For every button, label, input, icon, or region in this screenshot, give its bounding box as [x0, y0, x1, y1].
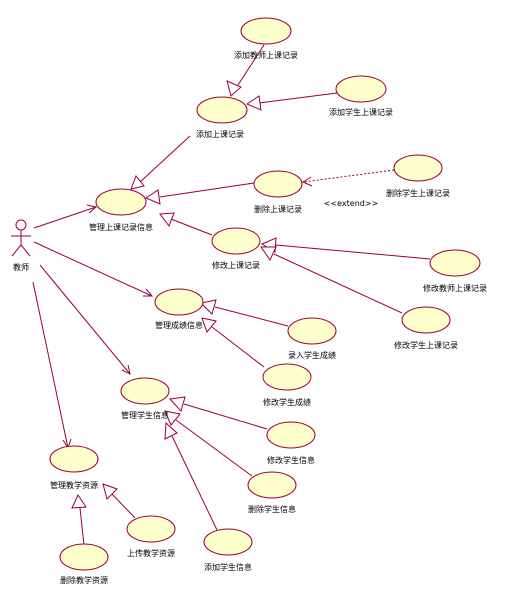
use-case-modify-grades[interactable]: 修改学生成绩 — [262, 363, 312, 407]
use-case-label: 删除教学资源 — [60, 575, 108, 585]
use-case-label: 修改上课记录 — [212, 260, 260, 270]
actor-left-leg — [11, 244, 22, 257]
generalization-add-teacher-record — [226, 44, 265, 97]
use-case-add-teacher-record[interactable]: 添加教师上课记录 — [234, 17, 298, 60]
use-case-label: 上传教学资源 — [127, 548, 175, 558]
generalization-modify-teacher-record — [260, 237, 431, 260]
use-case-label: 删除学生信息 — [248, 504, 296, 514]
use-case-manage-record[interactable]: 管理上课记录信息 — [89, 188, 153, 232]
use-case-manage-grades[interactable]: 管理成绩信息 — [154, 288, 204, 330]
generalization-upload-resources — [102, 483, 136, 519]
use-case-label: 管理上课记录信息 — [89, 222, 153, 232]
actor-label: 教师 — [13, 262, 29, 272]
generalization-modify-student-info — [168, 396, 268, 430]
use-case-delete-student-record[interactable]: 删除学生上课记录 — [386, 154, 450, 198]
use-case-add-record[interactable]: 添加上课记录 — [196, 96, 248, 139]
association-manage-resources — [32, 281, 72, 450]
extend-delete-student-record — [301, 169, 395, 187]
use-case-add-student-info[interactable]: 添加学生信息 — [203, 528, 253, 572]
use-case-modify-teacher-record[interactable]: 修改教师上课记录 — [423, 249, 487, 293]
association-manage-record — [33, 204, 98, 229]
use-case-label: 删除学生上课记录 — [386, 188, 450, 198]
use-case-label: 录入学生成绩 — [288, 350, 336, 360]
extend-stereotype-label: <<extend>> — [324, 199, 379, 208]
use-case-add-student-record[interactable]: 添加学生上课记录 — [329, 75, 393, 117]
use-case-upload-resources[interactable]: 上传教学资源 — [126, 515, 176, 558]
use-case-label: 添加上课记录 — [196, 129, 244, 139]
use-case-label: 管理学生信息 — [121, 410, 169, 420]
use-case-label: 修改教师上课记录 — [423, 283, 487, 293]
generalization-add-student-record — [245, 92, 338, 111]
use-case-manage-resources[interactable]: 管理教学资源 — [49, 445, 99, 490]
actor-teacher[interactable] — [11, 219, 31, 257]
generalization-delete-student-info — [164, 410, 253, 477]
use-case-label: 添加教师上课记录 — [234, 50, 298, 60]
use-case-modify-student-record[interactable]: 修改学生上课记录 — [394, 306, 458, 350]
generalization-add-record — [130, 135, 191, 190]
actor-head — [15, 219, 27, 231]
use-case-delete-resources[interactable]: 删除教学资源 — [59, 543, 109, 585]
use-case-label: 修改学生信息 — [267, 455, 315, 465]
generalization-add-student-info — [164, 421, 218, 531]
use-case-delete-record[interactable]: 删除上课记录 — [253, 170, 303, 214]
use-case-label: 管理教学资源 — [50, 480, 98, 490]
use-case-label: 添加学生信息 — [204, 562, 252, 572]
use-case-modify-student-info[interactable]: 修改学生信息 — [266, 421, 316, 465]
use-case-manage-student-info[interactable]: 管理学生信息 — [120, 377, 170, 420]
association-manage-grades — [33, 241, 154, 297]
generalization-delete-record — [144, 182, 255, 205]
generalization-modify-record — [159, 212, 213, 236]
use-case-enter-grades[interactable]: 录入学生成绩 — [287, 317, 337, 360]
use-case-label: 添加学生上课记录 — [329, 107, 393, 117]
association-manage-student-info — [39, 264, 131, 375]
generalization-modify-student-record — [260, 246, 403, 314]
use-case-label: 修改学生上课记录 — [394, 340, 458, 350]
generalization-enter-grades — [199, 299, 289, 327]
use-case-modify-record[interactable]: 修改上课记录 — [211, 227, 261, 270]
generalization-modify-grades — [201, 317, 265, 368]
use-case-delete-student-info[interactable]: 删除学生信息 — [247, 471, 297, 514]
use-case-label: 删除上课记录 — [254, 204, 302, 214]
use-case-label: 修改学生成绩 — [263, 397, 311, 407]
use-case-label: 管理成绩信息 — [155, 320, 203, 330]
generalization-delete-resources — [71, 493, 87, 546]
actor-right-leg — [20, 244, 31, 257]
